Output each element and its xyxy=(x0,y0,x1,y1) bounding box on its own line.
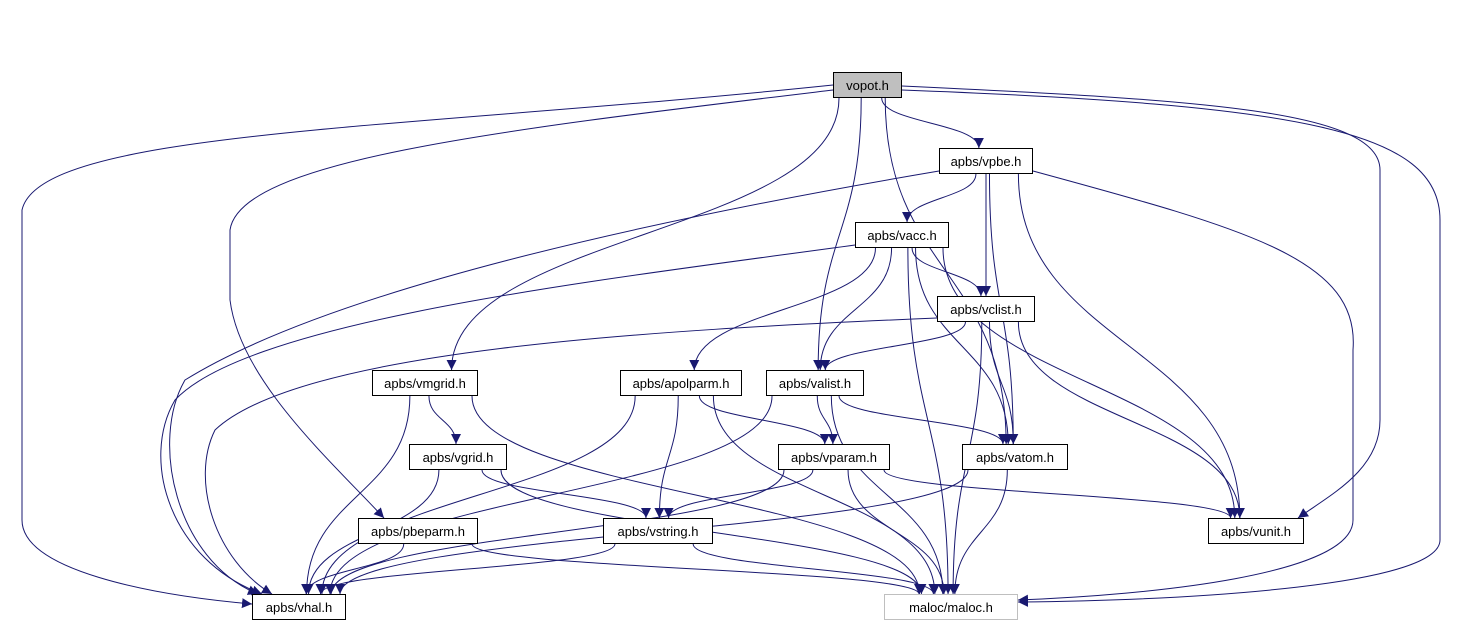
edge-vpbe-to-vunit xyxy=(1017,173,1245,519)
edge-vparam-to-vunit xyxy=(883,469,1236,519)
edge-vstring-to-vhal xyxy=(315,543,616,595)
node-vclist[interactable]: apbs/vclist.h xyxy=(937,296,1035,322)
node-valist[interactable]: apbs/valist.h xyxy=(766,370,864,396)
edge-vopot-to-vunit xyxy=(901,85,1381,519)
node-vhal[interactable]: apbs/vhal.h xyxy=(252,594,346,620)
edge-valist-to-vhal xyxy=(325,395,773,595)
edge-valist-to-vparam xyxy=(816,395,838,445)
edge-apolparm-to-vstring xyxy=(654,395,679,519)
node-vpbe[interactable]: apbs/vpbe.h xyxy=(939,148,1033,174)
node-apolparm[interactable]: apbs/apolparm.h xyxy=(620,370,742,396)
node-maloc[interactable]: maloc/maloc.h xyxy=(884,594,1018,620)
edge-apolparm-to-vhal xyxy=(316,395,636,595)
node-vparam[interactable]: apbs/vparam.h xyxy=(778,444,890,470)
edge-vopot-to-pbeparm xyxy=(229,89,834,519)
node-label: apbs/vmgrid.h xyxy=(384,375,466,391)
edge-pbeparm-to-maloc xyxy=(471,543,924,595)
node-pbeparm[interactable]: apbs/pbeparm.h xyxy=(358,518,478,544)
edge-vpbe-to-maloc xyxy=(1017,170,1354,605)
node-label: apbs/vclist.h xyxy=(950,301,1022,317)
node-label: apbs/vparam.h xyxy=(791,449,877,465)
edge-vmgrid-to-vhal xyxy=(301,395,411,595)
node-vacc[interactable]: apbs/vacc.h xyxy=(855,222,949,248)
edge-vacc-to-valist xyxy=(815,247,893,371)
edge-vstring-to-maloc xyxy=(692,543,939,595)
node-vopot[interactable]: vopot.h xyxy=(833,72,902,98)
node-label: apbs/vhal.h xyxy=(265,599,333,615)
node-vgrid[interactable]: apbs/vgrid.h xyxy=(409,444,507,470)
edge-vparam-to-vstring xyxy=(663,469,814,519)
edge-vmgrid-to-vgrid xyxy=(428,395,462,445)
node-label: apbs/vatom.h xyxy=(975,449,1055,465)
edge-vopot-to-maloc xyxy=(901,89,1441,607)
edge-vmgrid-to-maloc xyxy=(471,395,925,595)
edge-vparam-to-vhal xyxy=(326,469,785,595)
edge-vclist-to-vunit xyxy=(1017,321,1245,519)
edge-vclist-to-valist xyxy=(820,321,966,371)
node-label: apbs/apolparm.h xyxy=(632,375,730,391)
edge-vgrid-to-vstring xyxy=(481,469,651,519)
node-label: apbs/vacc.h xyxy=(867,227,937,243)
edge-vopot-to-vmgrid xyxy=(446,97,840,371)
edge-vparam-to-maloc xyxy=(847,469,949,595)
edge-valist-to-vatom xyxy=(838,395,1008,445)
edge-vclist-to-vatom xyxy=(988,321,1019,445)
edge-vacc-to-vunit xyxy=(942,247,1240,519)
node-label: apbs/valist.h xyxy=(778,375,852,391)
edge-pbeparm-to-vhal xyxy=(301,543,405,595)
edge-vatom-to-maloc xyxy=(949,469,1008,595)
edge-vacc-to-vatom xyxy=(915,247,1014,445)
node-label: apbs/vpbe.h xyxy=(950,153,1022,169)
node-label: apbs/vgrid.h xyxy=(422,449,494,465)
node-vstring[interactable]: apbs/vstring.h xyxy=(603,518,713,544)
edge-vpbe-to-vhal xyxy=(169,170,940,595)
edge-vopot-to-vpbe xyxy=(881,97,984,149)
edge-valist-to-maloc xyxy=(830,395,948,595)
node-label: vopot.h xyxy=(846,77,889,93)
node-vmgrid[interactable]: apbs/vmgrid.h xyxy=(372,370,478,396)
node-label: maloc/maloc.h xyxy=(909,599,993,615)
edge-vclist-to-vhal xyxy=(204,317,938,595)
node-label: apbs/vunit.h xyxy=(1220,523,1292,539)
edge-vacc-to-apolparm xyxy=(689,247,876,371)
edge-vpbe-to-vacc xyxy=(902,173,977,223)
node-label: apbs/vstring.h xyxy=(617,523,699,539)
edge-vopot-to-vhal xyxy=(21,84,834,609)
node-label: apbs/pbeparm.h xyxy=(371,523,465,539)
edge-vacc-to-vhal xyxy=(160,244,856,596)
node-vatom[interactable]: apbs/vatom.h xyxy=(962,444,1068,470)
node-vunit[interactable]: apbs/vunit.h xyxy=(1208,518,1304,544)
edge-apolparm-to-maloc xyxy=(712,395,940,595)
